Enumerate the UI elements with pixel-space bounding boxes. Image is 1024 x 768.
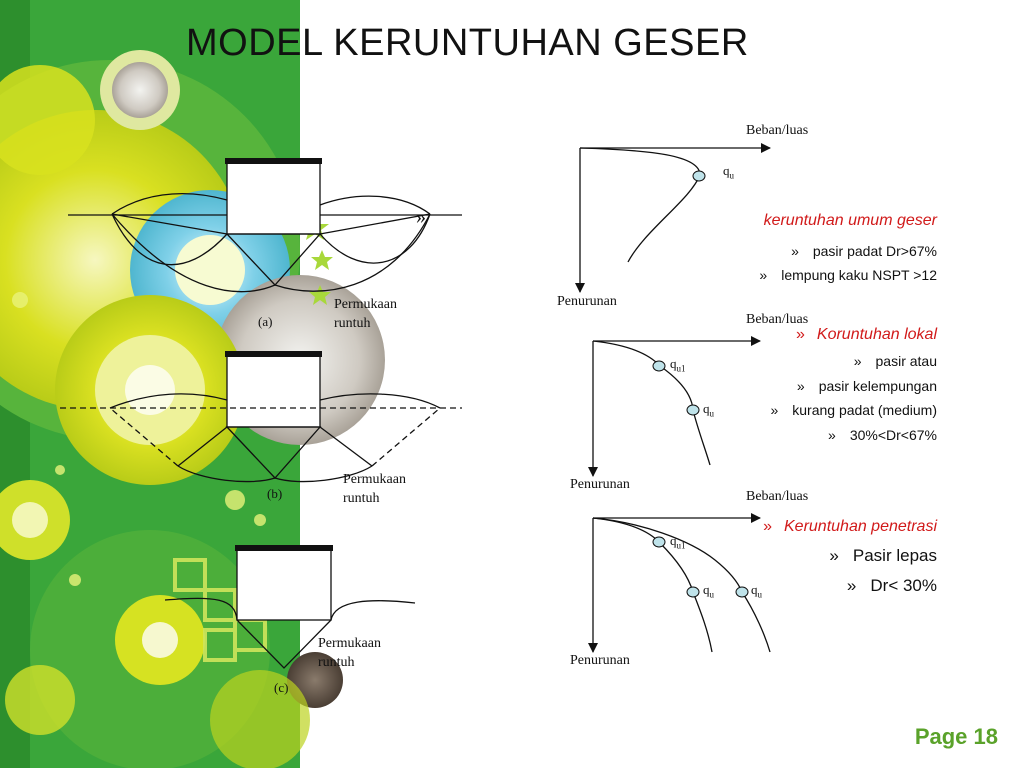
- chart2-bullet-2: »pasir kelempungan: [796, 378, 937, 394]
- chart2-bullet-4: »30%<Dr<67%: [828, 427, 937, 443]
- chart3-qu1-label: qu1: [670, 533, 686, 551]
- marker-chart2-qu: [686, 404, 700, 416]
- diagram-a-surface-label-2: runtuh: [334, 316, 371, 331]
- q-markers: [652, 170, 749, 598]
- q-subscript-u: u: [729, 170, 735, 181]
- chart2-curve: [592, 340, 711, 466]
- page-number: Page 18: [914, 724, 998, 749]
- chart1-heading: keruntuhan umum geser: [763, 212, 937, 229]
- diagram-b-surface-label-2: runtuh: [343, 491, 380, 506]
- chart3-curve-1: [592, 517, 713, 653]
- chart2-qu1-label: qu1: [670, 356, 686, 374]
- diagram-c-surface-label-2: runtuh: [318, 655, 355, 670]
- marker-chart3-qu-a: [686, 586, 700, 598]
- chart3-heading: »Keruntuhan penetrasi: [763, 518, 937, 535]
- chart2-x-label: Beban/luas: [746, 312, 809, 327]
- chart3-qu-label-b: qu: [751, 582, 762, 600]
- diagram-a-surface-label-1: Permukaan: [334, 297, 397, 312]
- chart2-y-label: Penurunan: [570, 477, 630, 492]
- diagram-c-punching: [164, 545, 416, 669]
- chart1-bullet-2: »lempung kaku NSPT >12: [759, 267, 937, 283]
- chart1-curve: [579, 147, 701, 263]
- chart1-x-label: Beban/luas: [746, 123, 809, 138]
- marker-chart3-qu-b: [735, 586, 749, 598]
- diagram-c-tag: (c): [274, 680, 289, 695]
- marker-chart3-qu1: [652, 536, 666, 548]
- diagram-a-general-shear: [68, 158, 462, 293]
- bullet-glyph: »: [796, 326, 805, 343]
- chart3-curve-2: [592, 517, 771, 653]
- chart1-bullet-1: »pasir padat Dr>67%: [791, 243, 937, 259]
- marker-chart2-qu1: [652, 360, 666, 372]
- chart2-bullet-1: »pasir atau: [853, 353, 937, 369]
- chart3-qu-label-a: qu: [703, 582, 714, 600]
- diagram-a-tag: (a): [258, 314, 273, 329]
- slide-title: MODEL KERUNTUHAN GESER: [186, 22, 749, 64]
- chart3-bullet-2: »Dr< 30%: [846, 576, 937, 595]
- marker-chart1-qu: [692, 170, 706, 182]
- chart1-y-label: Penurunan: [557, 294, 617, 309]
- chart3-y-label: Penurunan: [570, 653, 630, 668]
- chart2-qu-label: qu: [703, 401, 714, 419]
- diagram-b-local-shear: [60, 351, 462, 483]
- chart2-bullet-3: »kurang padat (medium): [770, 402, 937, 418]
- chart3-bullet-1: »Pasir lepas: [829, 546, 937, 565]
- chart3-x-label: Beban/luas: [746, 489, 809, 504]
- diagram-b-tag: (b): [267, 486, 283, 501]
- q-char: q: [723, 163, 730, 178]
- chart1-qu-label: qu: [723, 163, 734, 181]
- arrow-glyph: »: [416, 206, 426, 228]
- bullet-glyph: »: [759, 267, 768, 283]
- chart2-heading: »Koruntuhan lokal: [796, 326, 937, 343]
- diagram-b-surface-label-1: Permukaan: [343, 472, 406, 487]
- diagram-c-surface-label-1: Permukaan: [318, 636, 381, 651]
- bullet-glyph: »: [791, 243, 799, 259]
